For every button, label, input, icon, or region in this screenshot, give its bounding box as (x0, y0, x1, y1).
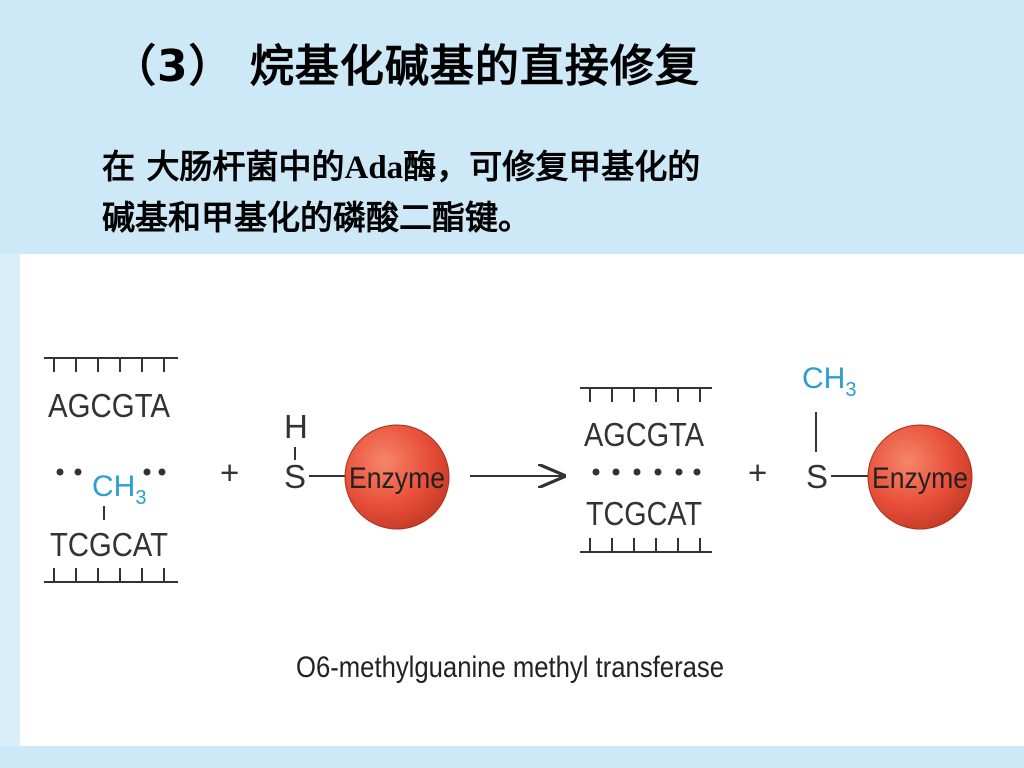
left-dna-top-backbone (44, 357, 178, 372)
body-line-1-post: 酶，可修复甲基化的 (403, 147, 701, 186)
enzyme-2-methyl-label: CH3 (802, 362, 856, 401)
right-dna-top-backbone (580, 387, 712, 402)
enzyme-2-sphere (867, 424, 973, 530)
right-dna-top-strand: AGCGTA (584, 416, 704, 453)
enzyme-1-label: Enzyme (349, 462, 445, 495)
enzyme-1-s-label: S (284, 458, 306, 495)
right-dna-pair-dots (592, 468, 701, 476)
slide-title: （3） 烷基化碱基的直接修复 (112, 41, 700, 92)
enzyme-2-s-label: S (806, 458, 828, 495)
diagram-caption: O6-methylguanine methyl transferase (296, 651, 724, 684)
left-dna-top-strand: AGCGTA (48, 387, 170, 424)
left-dna-pair-dots (56, 468, 166, 476)
right-dna-bottom-strand: TCGCAT (586, 495, 702, 532)
slide-body-text: 在 大肠杆菌中的Ada酶，可修复甲基化的 碱基和甲基化的磷酸二酯键。 (102, 142, 962, 243)
enzyme-2: CH3 S Enzyme (802, 362, 973, 530)
enzyme-1-h-label: H (284, 408, 308, 445)
body-line-1: 在 大肠杆菌中的Ada酶，可修复甲基化的 (102, 142, 962, 193)
left-dna-bottom-strand: TCGCAT (50, 526, 168, 563)
enzyme-2-label: Enzyme (872, 462, 968, 495)
body-line-1-ada: Ada (344, 150, 404, 186)
body-line-1-pre: 在 大肠杆菌中的 (102, 147, 345, 186)
panel-edge (0, 254, 20, 746)
enzyme-1: H S Enzyme (284, 408, 450, 530)
left-methyl-label: CH3 (92, 470, 146, 509)
plus-sign-1: + (220, 454, 239, 491)
right-dna: AGCGTA TCGCAT (580, 387, 712, 553)
left-dna: AGCGTA CH3 TCGCAT (44, 357, 178, 583)
body-line-2: 碱基和甲基化的磷酸二酯键。 (102, 198, 531, 237)
plus-sign-2: + (748, 454, 767, 491)
right-dna-bottom-backbone (580, 538, 712, 553)
diagram-panel (0, 254, 1024, 746)
left-dna-bottom-backbone (44, 568, 178, 583)
enzyme-1-sphere (344, 424, 450, 530)
